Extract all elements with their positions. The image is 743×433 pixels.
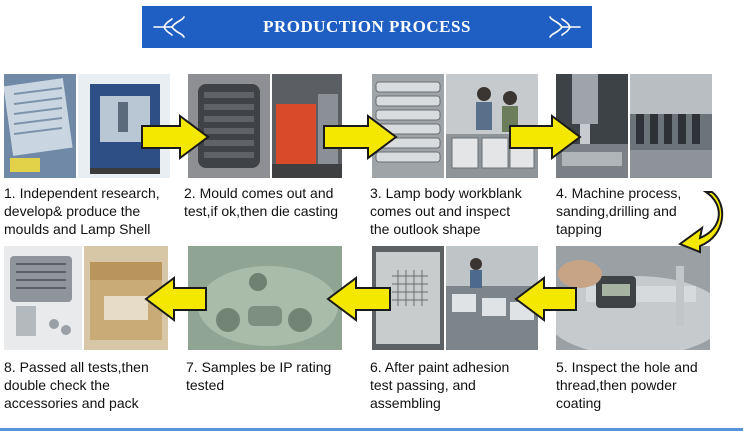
arrow-right-step1-to-2 <box>140 114 210 160</box>
step-2-photo-raw-casting <box>188 74 270 178</box>
fleur-ornament-icon <box>153 16 185 38</box>
step-5-caption: 5. Inspect the hole and thread,then powd… <box>556 359 698 411</box>
step-7-caption: 7. Samples be IP rating tested <box>186 359 332 393</box>
arrow-right-step3-to-4 <box>508 114 582 160</box>
step-8-caption: 8. Passed all tests,then double check th… <box>4 359 149 411</box>
step-1-caption: 1. Independent research, develop& produc… <box>4 185 160 237</box>
page-title: PRODUCTION PROCESS <box>263 17 471 36</box>
step-4-photo-machining-center <box>556 74 628 178</box>
step-3-caption: 3. Lamp body workblank comes out and ins… <box>370 185 522 237</box>
step-1-photo-mould-design <box>4 74 76 178</box>
arrow-right-step2-to-3 <box>322 114 398 160</box>
footer-divider <box>0 428 743 431</box>
step-4-photo-drilling-tools <box>630 74 712 178</box>
fleur-ornament-icon <box>549 16 581 38</box>
arrow-left-step5-to-6 <box>514 276 578 322</box>
step-7-photo-ip-water-test <box>188 246 342 350</box>
step-4-caption: 4. Machine process, sanding,drilling and… <box>556 185 682 237</box>
arrow-left-step6-to-7 <box>326 276 392 322</box>
arrow-curved-step4-to-5 <box>678 190 728 254</box>
step-6-caption: 6. After paint adhesion test passing, an… <box>370 359 510 411</box>
step-3-photo-stacked-bodies <box>372 74 444 178</box>
header-banner: PRODUCTION PROCESS <box>142 6 592 48</box>
step-2-caption: 2. Mould comes out and test,if ok,then d… <box>184 185 339 219</box>
step-5-photo-caliper <box>556 246 710 350</box>
step-8-photo-finished-lamps <box>4 246 82 350</box>
arrow-left-step7-to-8 <box>144 276 208 322</box>
